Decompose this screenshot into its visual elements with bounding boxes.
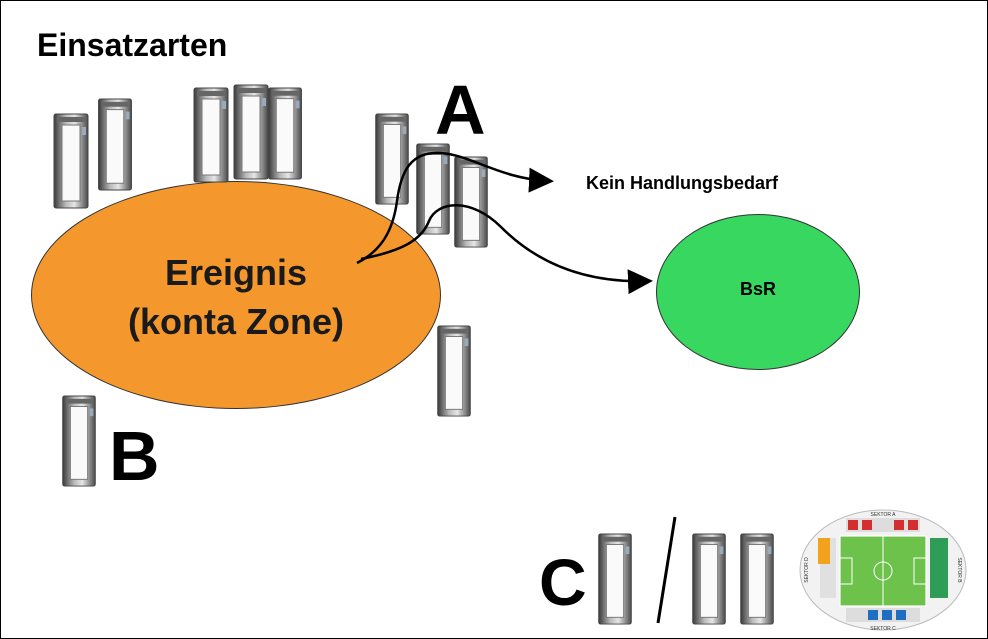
case-a-label: A [435, 71, 486, 149]
stadium-sector-a: SEKTOR A [871, 512, 897, 518]
divider-slash [656, 516, 677, 624]
page-title: Einsatzarten [37, 27, 228, 63]
gate-icon [375, 113, 409, 205]
case-b-label: B [109, 417, 160, 495]
event-zone-ellipse [31, 181, 441, 409]
stadium-sector-d: SEKTOR D [804, 557, 810, 583]
gate-icon [598, 533, 632, 625]
gate-icon [53, 113, 89, 209]
gate-icon [193, 87, 229, 183]
case-c-label: C [539, 545, 587, 619]
stadium-sector-b: SEKTOR B [956, 557, 962, 583]
gate-icon [98, 98, 132, 191]
gate-icon [233, 84, 269, 180]
stadium-sector-c: SEKTOR C [870, 626, 896, 632]
no-action-label: Kein Handlungsbedarf [586, 173, 779, 193]
gate-icon [740, 533, 774, 625]
stadium-map-icon: SEKTOR A SEKTOR C SEKTOR D SEKTOR B [799, 509, 967, 632]
arrow-to-no-action [356, 151, 554, 265]
gate-icon [416, 143, 450, 235]
arrow-to-bsr [360, 204, 653, 295]
gate-icon [692, 533, 726, 625]
gate-icon [454, 156, 488, 248]
event-label-line1: Ereignis [164, 252, 308, 293]
event-zone-label: Ereignis (konta Zone) [31, 249, 441, 346]
gate-icon [268, 87, 302, 180]
gate-icon [62, 395, 96, 487]
gate-icon [437, 325, 471, 417]
bsr-ellipse [656, 214, 860, 370]
event-label-line2: (konta Zone) [128, 300, 344, 342]
bsr-label: BsR [739, 279, 776, 299]
